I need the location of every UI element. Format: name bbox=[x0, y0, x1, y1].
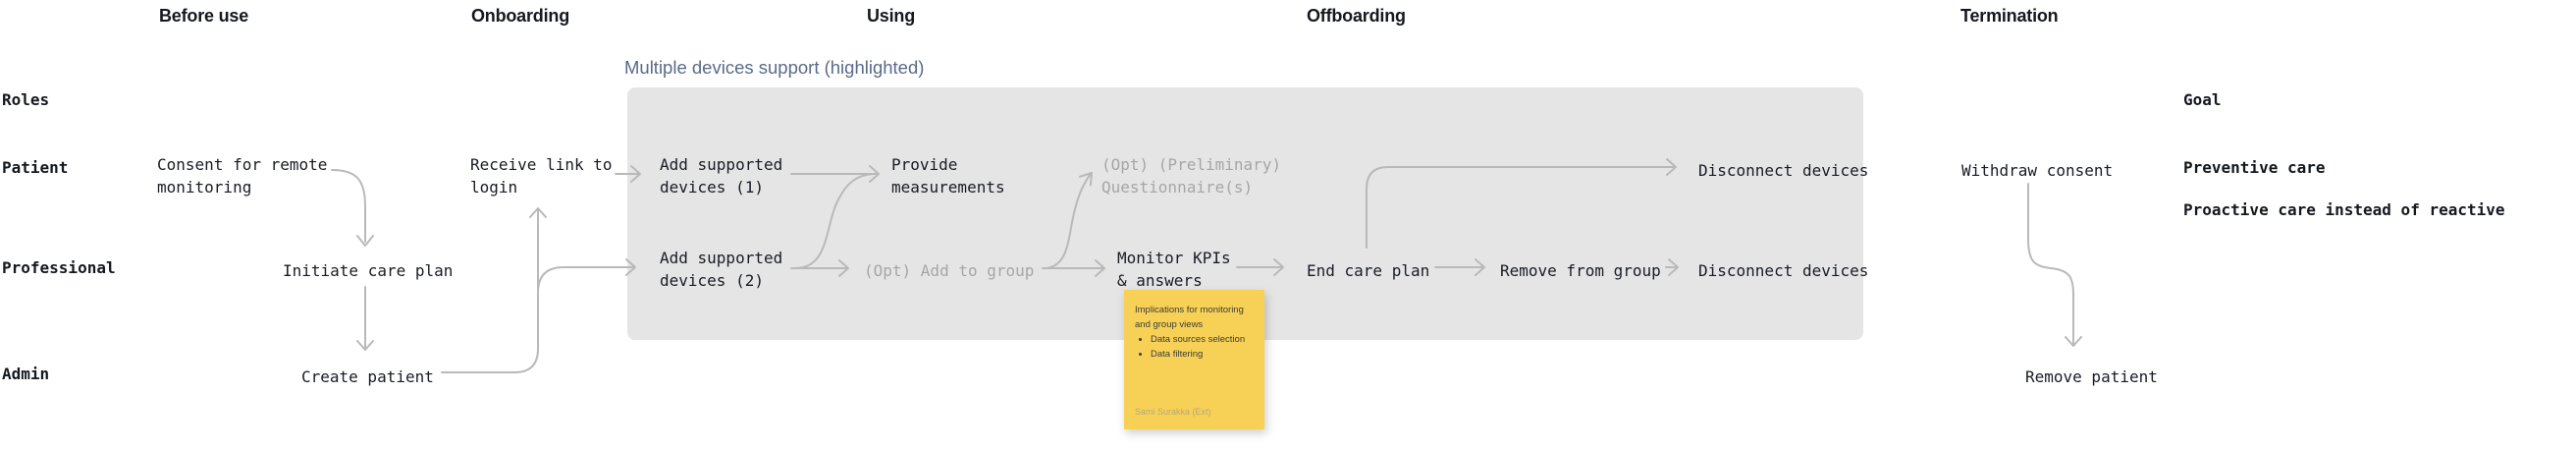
node-remove-patient: Remove patient bbox=[2025, 367, 2158, 386]
sticky-note[interactable]: Implications for monitoring and group vi… bbox=[1124, 290, 1264, 429]
connector-remove-group-to-disconnect bbox=[1665, 258, 1679, 276]
node-initiate-care-plan: Initiate care plan bbox=[283, 261, 454, 280]
phase-header-onboarding: Onboarding bbox=[471, 6, 569, 26]
sticky-note-bullet-list: Data sources selectionData filtering bbox=[1135, 332, 1255, 362]
node-opt-preliminary-questionnaires: (Opt) (Preliminary) Questionnaire(s) bbox=[1101, 155, 1282, 197]
node-create-patient: Create patient bbox=[301, 367, 434, 386]
row-label-patient: Patient bbox=[2, 158, 69, 177]
phase-header-offboarding: Offboarding bbox=[1307, 6, 1406, 26]
connector-group-to-monitor bbox=[1042, 259, 1105, 277]
node-receive-link-to-login: Receive link to login bbox=[470, 155, 613, 197]
node-disconnect-devices-professional: Disconnect devices bbox=[1698, 261, 1869, 280]
sticky-note-author: Sami Surakka (Ext) bbox=[1135, 407, 1211, 417]
row-label-proactive-care: Proactive care instead of reactive bbox=[2183, 200, 2505, 219]
connector-receive-to-add-devices-1 bbox=[615, 165, 641, 183]
connector-initiate-to-create bbox=[356, 286, 374, 351]
row-label-professional: Professional bbox=[2, 258, 116, 277]
node-disconnect-devices-patient: Disconnect devices bbox=[1698, 161, 1869, 180]
node-add-supported-devices-2: Add supported devices (2) bbox=[660, 249, 783, 290]
connector-add-devices-2-to-add-group bbox=[790, 259, 849, 277]
highlight-region-title: Multiple devices support (highlighted) bbox=[624, 57, 925, 78]
sticky-note-bullet-1: Data filtering bbox=[1151, 347, 1255, 362]
connector-withdraw-to-remove-patient bbox=[2027, 183, 2082, 347]
connector-add-devices-2-to-provide bbox=[794, 173, 877, 269]
phase-header-using: Using bbox=[867, 6, 916, 26]
connector-consent-to-initiate bbox=[331, 169, 374, 247]
node-end-care-plan: End care plan bbox=[1307, 261, 1430, 280]
node-monitor-kpis-answers: Monitor KPIs & answers bbox=[1117, 249, 1231, 290]
row-label-roles: Roles bbox=[2, 90, 50, 109]
row-label-admin: Admin bbox=[2, 365, 50, 383]
node-opt-add-to-group: (Opt) Add to group bbox=[864, 261, 1035, 280]
phase-header-termination: Termination bbox=[1960, 6, 2059, 26]
node-consent-for-remote-monitoring: Consent for remote monitoring bbox=[157, 155, 328, 197]
connector-create-to-receive-link bbox=[441, 207, 547, 373]
connector-end-care-to-remove-group bbox=[1434, 258, 1485, 276]
phase-header-before-use: Before use bbox=[159, 6, 249, 26]
connector-group-to-questionnaires bbox=[1046, 172, 1093, 269]
connector-add-devices-1-to-provide bbox=[790, 165, 880, 183]
node-remove-from-group: Remove from group bbox=[1500, 261, 1661, 280]
sticky-note-bullet-0: Data sources selection bbox=[1151, 332, 1255, 347]
connector-create-to-add-devices-2 bbox=[537, 258, 636, 294]
connector-monitor-to-end-care bbox=[1236, 258, 1284, 276]
connector-end-care-to-disconnect-top bbox=[1366, 158, 1677, 249]
row-label-goal: Goal bbox=[2183, 90, 2222, 109]
row-label-preventive-care: Preventive care bbox=[2183, 158, 2326, 177]
node-withdraw-consent: Withdraw consent bbox=[1961, 161, 2114, 180]
sticky-note-body: Implications for monitoring and group vi… bbox=[1135, 305, 1244, 330]
node-provide-measurements: Provide measurements bbox=[891, 155, 1005, 197]
node-add-supported-devices-1: Add supported devices (1) bbox=[660, 155, 783, 197]
